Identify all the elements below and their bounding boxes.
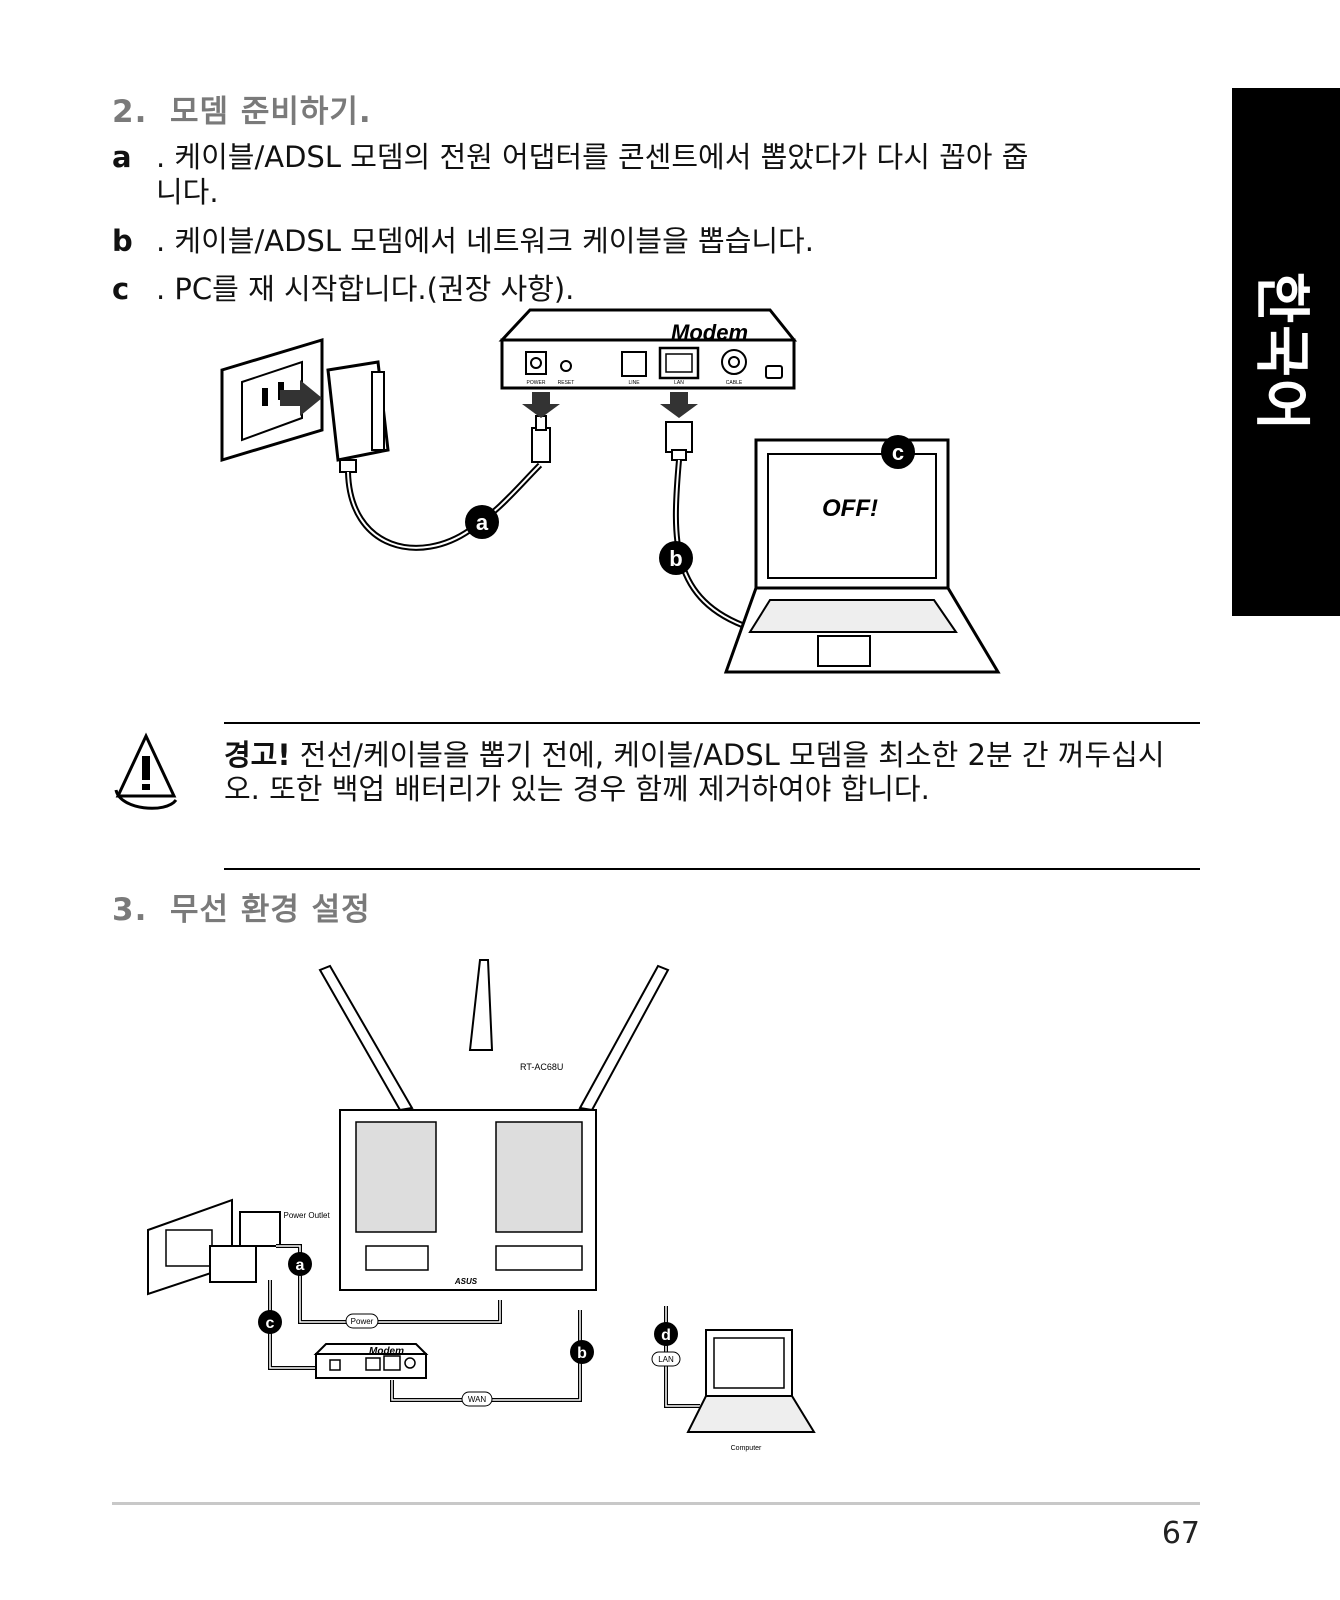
warning-text-block: 경고! 전선/케이블을 뽑기 전에, 케이블/ADSL 모뎀을 최소한 2분 간… [224,738,1200,806]
step-c-text: . PC를 재 시작합니다.(권장 사항). [156,272,575,306]
callout-c: c [881,435,915,469]
warning-text: 전선/케이블을 뽑기 전에, 케이블/ADSL 모뎀을 최소한 2분 간 꺼두십… [224,738,1165,806]
plug-in-arrow-icon [280,380,322,416]
page-number: 67 [1161,1516,1200,1551]
modem-illustration: Modem POWER RESET LINE LAN CABLE [498,308,798,390]
callout-a: a [465,505,499,539]
lan-cable-label: LAN [651,1351,681,1367]
port-power-label: POWER [527,380,546,386]
dc-plug-illustration [531,415,551,463]
svg-text:b: b [577,1345,587,1362]
warning-box: 경고! 전선/케이블을 뽑기 전에, 케이블/ADSL 모뎀을 최소한 2분 간… [224,722,1200,870]
svg-text:c: c [266,1315,275,1332]
port-cable-label: CABLE [726,380,743,386]
power-cable-label: Power [345,1313,379,1329]
svg-text:b: b [669,546,682,571]
section-2-heading: 2. 모뎀 준비하기. [112,86,372,131]
step-a-text: . 케이블/ADSL 모뎀의 전원 어댑터를 콘센트에서 뽑았다가 다시 꼽아 … [156,140,1029,174]
step-a-text-cont: 니다. [156,175,219,209]
callout-b: b [659,541,693,575]
callout-2-c: c [258,1310,282,1334]
svg-text:LAN: LAN [658,1355,674,1364]
port-reset-label: RESET [558,380,575,386]
rj45-plug-illustration [665,421,693,461]
router-model-label: RT-AC68U [520,1062,563,1072]
step-b-label: b [112,224,133,258]
unplug-arrow-lan-icon [660,392,698,418]
step-a-label: a [112,140,132,174]
section-3-title: 무선 환경 설정 [170,892,371,928]
wan-cable-label: WAN [461,1391,493,1407]
step-b: b . 케이블/ADSL 모뎀에서 네트워크 케이블을 뽑습니다. [112,224,1192,259]
warning-hand-icon [114,732,178,810]
section-2-title: 모뎀 준비하기. [170,94,372,130]
callout-2-a: a [288,1252,312,1276]
laptop-screen-text: OFF! [822,495,878,522]
router-setup-diagram: RT-AC68U ASUS Wall Power Outlet Power Mo… [147,959,816,1452]
step-b-text: . 케이블/ADSL 모뎀에서 네트워크 케이블을 뽑습니다. [156,224,814,258]
callout-2-b: b [570,1340,594,1364]
section-3-number: 3. [112,892,148,928]
svg-text:d: d [661,1327,671,1344]
svg-text:a: a [296,1257,305,1274]
router-brand: ASUS [454,1277,478,1286]
step-c: c . PC를 재 시작합니다.(권장 사항). [112,272,1192,307]
svg-text:c: c [892,440,904,465]
power-adapter-illustration [326,360,390,473]
router-antennas [318,959,670,1112]
callout-2-d: d [654,1322,678,1346]
modem-small-illustration: Modem [313,1343,429,1379]
laptop-illustration: OFF! [723,438,1001,674]
modem-adapter-illustration [209,1245,257,1283]
modem-small-title: Modem [369,1346,404,1357]
router-adapter-illustration [239,1211,281,1247]
port-line-label: LINE [628,380,640,386]
footer-rule [112,1502,1200,1505]
section-3-heading: 3. 무선 환경 설정 [112,884,371,929]
svg-text:a: a [476,510,489,535]
computer-illustration [686,1329,816,1433]
language-tab-label: 한국어 [1248,271,1314,433]
step-c-label: c [112,272,130,306]
modem-reset-diagram: Modem POWER RESET LINE LAN CABLE OFF! [220,308,1001,674]
svg-text:Power: Power [351,1317,374,1326]
port-lan-label: LAN [674,380,684,386]
router-illustration: ASUS [339,1109,597,1291]
modem-title: Modem [671,320,748,345]
wall-outlet-label: Wall Power Outlet [266,1211,331,1220]
step-a: a . 케이블/ADSL 모뎀의 전원 어댑터를 콘센트에서 뽑았다가 다시 꼽아… [112,140,1192,210]
svg-text:WAN: WAN [468,1395,487,1404]
computer-label: Computer [731,1445,762,1452]
language-tab: 한국어 [1232,88,1340,616]
unplug-arrow-power-icon [522,392,560,418]
warning-label: 경고! [224,738,291,772]
section-2-number: 2. [112,94,148,130]
